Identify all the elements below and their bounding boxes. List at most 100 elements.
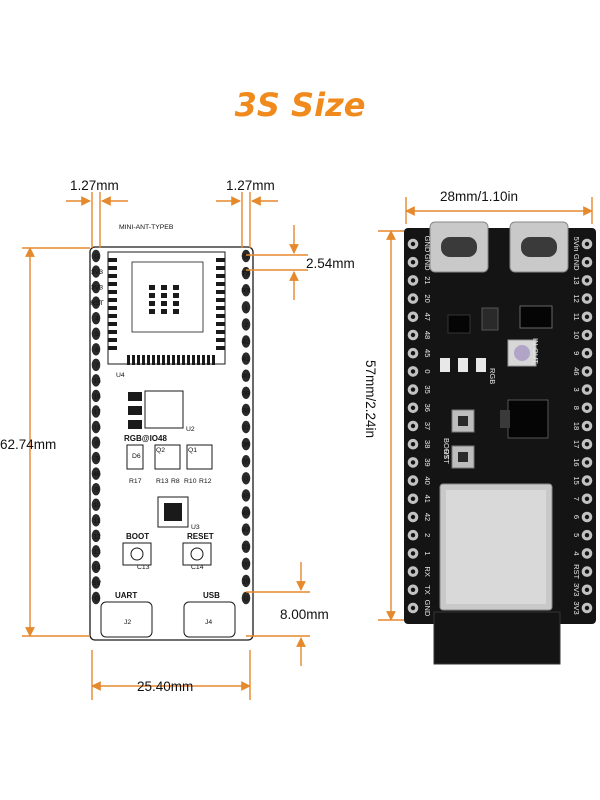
silk-q1: Q1 — [188, 447, 197, 454]
pcb-pin-label-right: 3V3 — [572, 583, 581, 596]
module-edge-pad — [108, 346, 117, 350]
header-pin-right — [241, 249, 251, 263]
reset-button-cap — [190, 547, 204, 561]
module-edge-pad — [108, 338, 117, 342]
regulator-photo-tab — [500, 410, 510, 428]
pcb-pin-hole-left — [410, 296, 416, 301]
pin-label-right: 36 — [242, 442, 250, 449]
pin-label-left: 12 — [93, 533, 101, 540]
pin-label-right: 35 — [242, 459, 250, 466]
header-pin-left — [91, 280, 101, 294]
pcb-pin-hole-right — [584, 332, 590, 338]
module-edge-pad — [216, 306, 225, 310]
pcb-pin-label-left: 21 — [423, 276, 432, 284]
diode-1 — [481, 307, 499, 331]
usb-chip-core — [164, 503, 182, 521]
module-edge-pad — [108, 314, 117, 318]
pcb-pin-label-right: 17 — [572, 440, 581, 448]
pcb-pin-label-left: 39 — [423, 458, 432, 466]
pin-label-right: 1 — [244, 305, 248, 312]
pcb-pin-label-right: 18 — [572, 422, 581, 430]
header-pin-left — [91, 343, 101, 356]
module-edge-pad — [108, 306, 117, 310]
silk-r17: R17 — [129, 478, 142, 485]
header-pin-left — [91, 591, 101, 605]
module-edge-pad — [216, 298, 225, 302]
header-pin-right — [241, 540, 251, 553]
pin-label-left: 6 — [95, 347, 99, 354]
module-edge-pad — [216, 282, 225, 286]
pcb-pin-hole-left — [410, 442, 416, 447]
pin-label-left: G — [94, 254, 99, 261]
silk-c14: C14 — [191, 564, 204, 571]
uart-connector-j2 — [100, 601, 153, 638]
pin-label-right: 40 — [242, 373, 250, 380]
pcb-pin-label-right: 3 — [572, 388, 581, 392]
pin-label-right: 48 — [242, 510, 250, 517]
pin-label-left: 5 — [95, 331, 99, 338]
pcb-pin-hole-right — [584, 496, 590, 501]
module-edge-pad — [108, 282, 117, 286]
led-2 — [458, 358, 468, 372]
header-pin-left — [91, 374, 101, 387]
header-pin-right — [241, 318, 251, 331]
header-pin-left — [91, 327, 101, 340]
silk-rgb-photo: RGB — [488, 368, 497, 384]
pcb-pin-hole-left — [410, 369, 416, 374]
silk-reset: RESET — [187, 532, 214, 541]
header-pin-right — [241, 574, 251, 588]
module-edge-pad — [157, 355, 160, 365]
pin-label-left: 8 — [95, 440, 99, 447]
pcb-pin-hole-right — [584, 405, 590, 410]
header-pin-left — [91, 389, 101, 403]
module-edge-pad — [152, 355, 155, 365]
module-edge-pad — [137, 355, 140, 365]
silk-uart: UART — [115, 591, 137, 600]
pin-label-left: 15 — [93, 378, 101, 385]
header-pin-left — [91, 296, 101, 309]
silk-usb: USB — [203, 591, 220, 600]
regulator-u2 — [144, 390, 184, 429]
module-pad — [173, 309, 179, 314]
silk-u2: U2 — [186, 426, 195, 433]
header-pin-left — [91, 405, 101, 418]
header-pin-right — [241, 284, 251, 297]
header-pin-right — [241, 437, 251, 451]
pcb-pin-hole-right — [584, 351, 590, 356]
pcb-pin-hole-left — [410, 241, 416, 247]
module-pad — [173, 301, 179, 306]
module-edge-pad — [216, 322, 225, 326]
header-pin-left — [91, 576, 101, 589]
pin-label-right: 0 — [244, 476, 248, 483]
pcb-pin-label-right: 3V3 — [572, 601, 581, 614]
pcb-pin-hole-right — [584, 533, 590, 538]
module-edge-pad — [202, 355, 205, 365]
header-pin-left — [91, 358, 101, 372]
pin-label-right: RX — [241, 288, 251, 295]
header-pin-right — [241, 455, 251, 468]
pcb-pin-hole-left — [410, 551, 416, 556]
rgb-led-lens — [514, 345, 530, 361]
pcb-pin-label-right: RST — [572, 564, 581, 579]
pin-label-left: RST — [90, 300, 104, 307]
silk-u3: U3 — [191, 524, 200, 531]
header-pin-left — [91, 420, 101, 434]
header-pin-right — [241, 335, 251, 348]
pcb-pin-hole-left — [410, 587, 416, 592]
pcb-pin-hole-right — [584, 460, 590, 465]
boot-button-photo-cap — [458, 416, 468, 426]
pcb-pin-label-left: 37 — [423, 422, 432, 430]
silk-j4: J4 — [205, 619, 212, 626]
rdim-width-label: 28mm/1.10in — [440, 189, 518, 204]
pcb-pin-label-right: GND — [572, 254, 581, 271]
pcb-pin-label-right: 9 — [572, 351, 581, 355]
module-shield — [131, 261, 204, 333]
header-pin-left — [91, 467, 101, 480]
pin-label-right: 21 — [242, 544, 250, 551]
header-pin-left — [91, 529, 101, 543]
regulator-tab-3 — [128, 420, 142, 429]
left-board-drawing: MINI-ANT-TYPEB U4 RGB@IO48 U2 U3 BOOT RE… — [89, 224, 254, 641]
right-dimensions — [378, 197, 593, 621]
pcb-pin-label-left: 35 — [423, 385, 432, 393]
regulator-photo — [507, 399, 549, 439]
